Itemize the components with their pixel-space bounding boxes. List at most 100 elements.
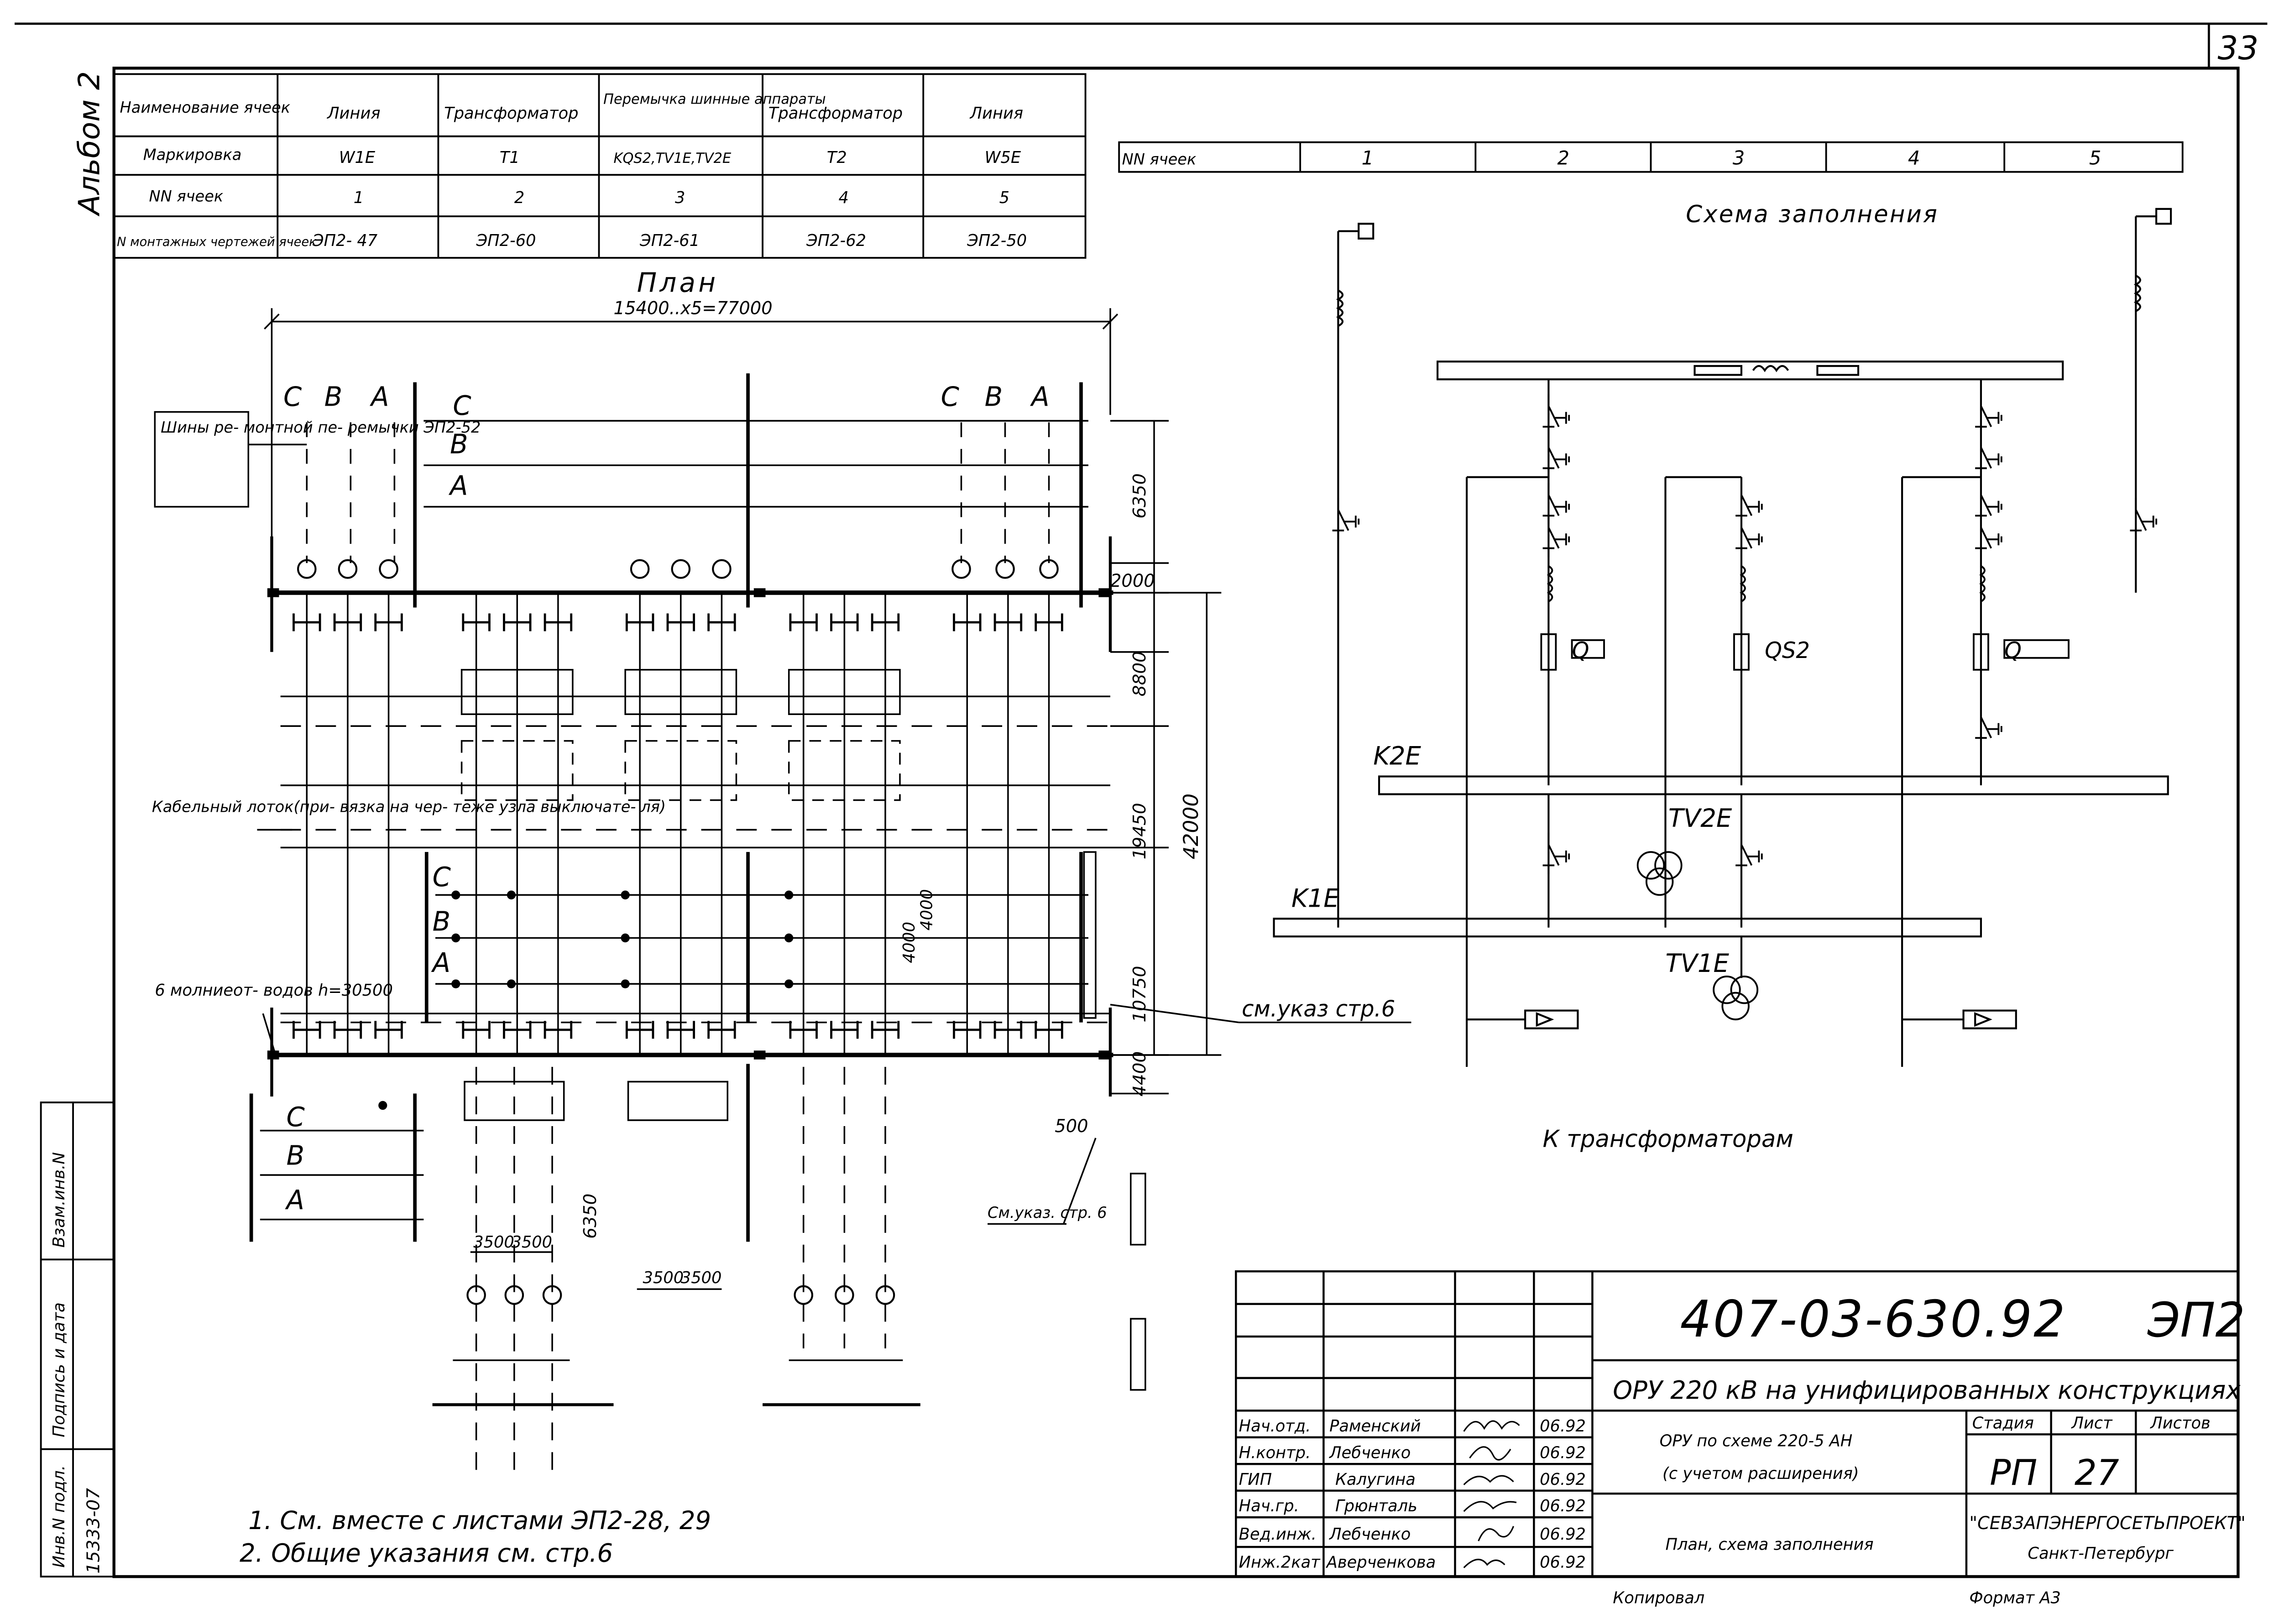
person-role-2: Н.контр. <box>1239 1443 1311 1462</box>
dim-6350-bot: 6350 <box>580 1194 601 1239</box>
label-q-cell4: Q <box>2004 637 2022 663</box>
person-name-5: Лебченко <box>1328 1525 1411 1544</box>
scheme-title: Схема заполнения <box>1686 201 1939 228</box>
note-2: 2. Общие указания см. стр.6 <box>240 1538 613 1567</box>
phase-b-right: B <box>985 381 1003 412</box>
title-subtitle-2: (с учетом расширения) <box>1662 1464 1859 1483</box>
person-date-1: 06.92 <box>1540 1417 1586 1436</box>
phase-c-mid: C <box>433 861 451 892</box>
phase-a-mid: A <box>431 947 450 978</box>
scheme-header-label: NN ячеек <box>1122 150 1197 168</box>
scheme-cell-5: 5 <box>2089 146 2101 169</box>
note-bus: Шины ре- монтной пе- ремычки ЭП2-52 <box>161 418 481 436</box>
plan-overall-dim: 15400..x5=77000 <box>614 298 773 319</box>
title-sheets-header: Листов <box>2149 1414 2210 1432</box>
phase-c-left: C <box>283 381 302 412</box>
row-label-marking: Маркировка <box>143 146 242 163</box>
dim-4400: 4400 <box>1129 1051 1150 1097</box>
sheet-frame <box>15 22 2268 1578</box>
person-role-1: Нач.отд. <box>1239 1417 1311 1436</box>
title-block <box>1235 1270 2239 1578</box>
person-name-2: Лебченко <box>1328 1443 1411 1462</box>
phase-a-left: A <box>369 381 389 412</box>
cell-name-1: Линия <box>326 104 380 123</box>
cell-number-3: 3 <box>675 188 685 207</box>
cell-name-2: Трансформатор <box>444 104 578 123</box>
row-label-drawing: N монтажных чертежей ячеек <box>117 235 317 249</box>
cell-number-5: 5 <box>999 188 1009 207</box>
label-qs2: QS2 <box>1765 637 1810 663</box>
cell-marking-1: W1E <box>339 148 376 167</box>
cell-name-4: Трансформатор <box>768 104 903 123</box>
side-stamp-inv: 15333-07 <box>84 1488 104 1574</box>
scheme-bottom-label: К трансформаторам <box>1543 1125 1793 1153</box>
cell-drawing-2: ЭП2-60 <box>476 231 536 250</box>
title-subtitle-1: ОРУ по схеме 220-5 АН <box>1660 1431 1853 1450</box>
person-date-4: 06.92 <box>1540 1497 1586 1515</box>
label-k1e: K1E <box>1291 883 1339 913</box>
note-ref: см.указ стр.6 <box>1242 996 1395 1022</box>
row-label-number: NN ячеек <box>149 187 224 205</box>
side-stamp-col1: Инв.N подл. <box>50 1465 68 1568</box>
scheme-cell-3: 3 <box>1733 146 1745 169</box>
person-name-3: Калугина <box>1335 1470 1416 1489</box>
scheme-cell-4: 4 <box>1908 146 1920 169</box>
note-arrester: 6 молниеот- водов h=30500 <box>155 981 393 1000</box>
title-org-name: "СЕВЗАПЭНЕРГОСЕТЬПРОЕКТ" <box>1969 1513 2246 1534</box>
phase-c-right: C <box>941 381 960 412</box>
cell-name-5: Линия <box>969 104 1023 123</box>
cell-drawing-3: ЭП2-61 <box>639 231 700 250</box>
person-role-5: Вед.инж. <box>1239 1525 1317 1544</box>
phase-a-top: A <box>448 470 468 501</box>
cell-number-1: 1 <box>354 188 364 207</box>
phase-b-mid: B <box>433 906 451 937</box>
sheet-number: 33 <box>2218 29 2259 67</box>
phase-c-bot: C <box>286 1102 305 1133</box>
phase-b-bot: B <box>286 1140 304 1171</box>
title-sheet-code: ЭП2 <box>2147 1293 2245 1348</box>
title-copied: Копировал <box>1613 1588 1704 1607</box>
note-1: 1. См. вместе с листами ЭП2-28, 29 <box>248 1506 711 1535</box>
phase-b-left: B <box>324 381 343 412</box>
title-stage: РП <box>1990 1452 2037 1493</box>
dim-3500-a: 3500 <box>473 1233 514 1252</box>
cell-drawing-1: ЭП2- 47 <box>312 231 378 250</box>
dim-10750: 10750 <box>1129 966 1150 1023</box>
cell-name-3: Перемычка шинные аппараты <box>603 91 826 107</box>
cell-drawing-4: ЭП2-62 <box>806 231 866 250</box>
note-bus-box <box>154 411 249 508</box>
person-role-4: Нач.гр. <box>1239 1497 1299 1515</box>
plan-drawing: План 15400..x5=77000 <box>152 267 1411 1482</box>
title-sheet: 27 <box>2075 1452 2119 1493</box>
cell-marking-3: KQS2,TV1E,TV2E <box>614 151 732 167</box>
phase-a-right: A <box>1030 381 1049 412</box>
row-label-name: Наименование ячеек <box>120 99 291 116</box>
dim-3500-c: 3500 <box>643 1269 684 1287</box>
label-q-cell2: Q <box>1572 637 1589 663</box>
dim-6350-top: 6350 <box>1129 473 1150 518</box>
plan-title: План <box>637 267 719 298</box>
title-sheet-header: Лист <box>2070 1414 2113 1432</box>
side-stamp <box>40 1102 115 1578</box>
person-date-2: 06.92 <box>1540 1443 1586 1462</box>
label-k2e: K2E <box>1373 741 1421 770</box>
dim-42000: 42000 <box>1179 794 1203 860</box>
label-tv1e: TV1E <box>1665 949 1729 978</box>
dim-19450: 19450 <box>1129 803 1150 859</box>
cell-marking-2: T1 <box>500 148 520 167</box>
album-label: Альбом 2 <box>73 71 106 217</box>
scheme-cell-1: 1 <box>1362 146 1374 169</box>
title-project-name: ОРУ 220 кВ на унифицированных конструкци… <box>1613 1375 2241 1405</box>
dim-3500-d: 3500 <box>681 1269 722 1287</box>
person-date-6: 06.92 <box>1540 1553 1586 1572</box>
dim-8800: 8800 <box>1129 651 1150 696</box>
cell-drawing-5: ЭП2-50 <box>967 231 1027 250</box>
side-stamp-col3: Взам.инв.N <box>50 1152 68 1248</box>
person-name-1: Раменский <box>1329 1417 1421 1436</box>
title-drawing-name: План, схема заполнения <box>1665 1535 1873 1554</box>
dim-2000: 2000 <box>1110 571 1155 591</box>
note-ref2: См.указ. стр. 6 <box>988 1204 1107 1222</box>
scheme-header-table <box>1118 141 2184 173</box>
dim-3500-b: 3500 <box>511 1233 552 1252</box>
